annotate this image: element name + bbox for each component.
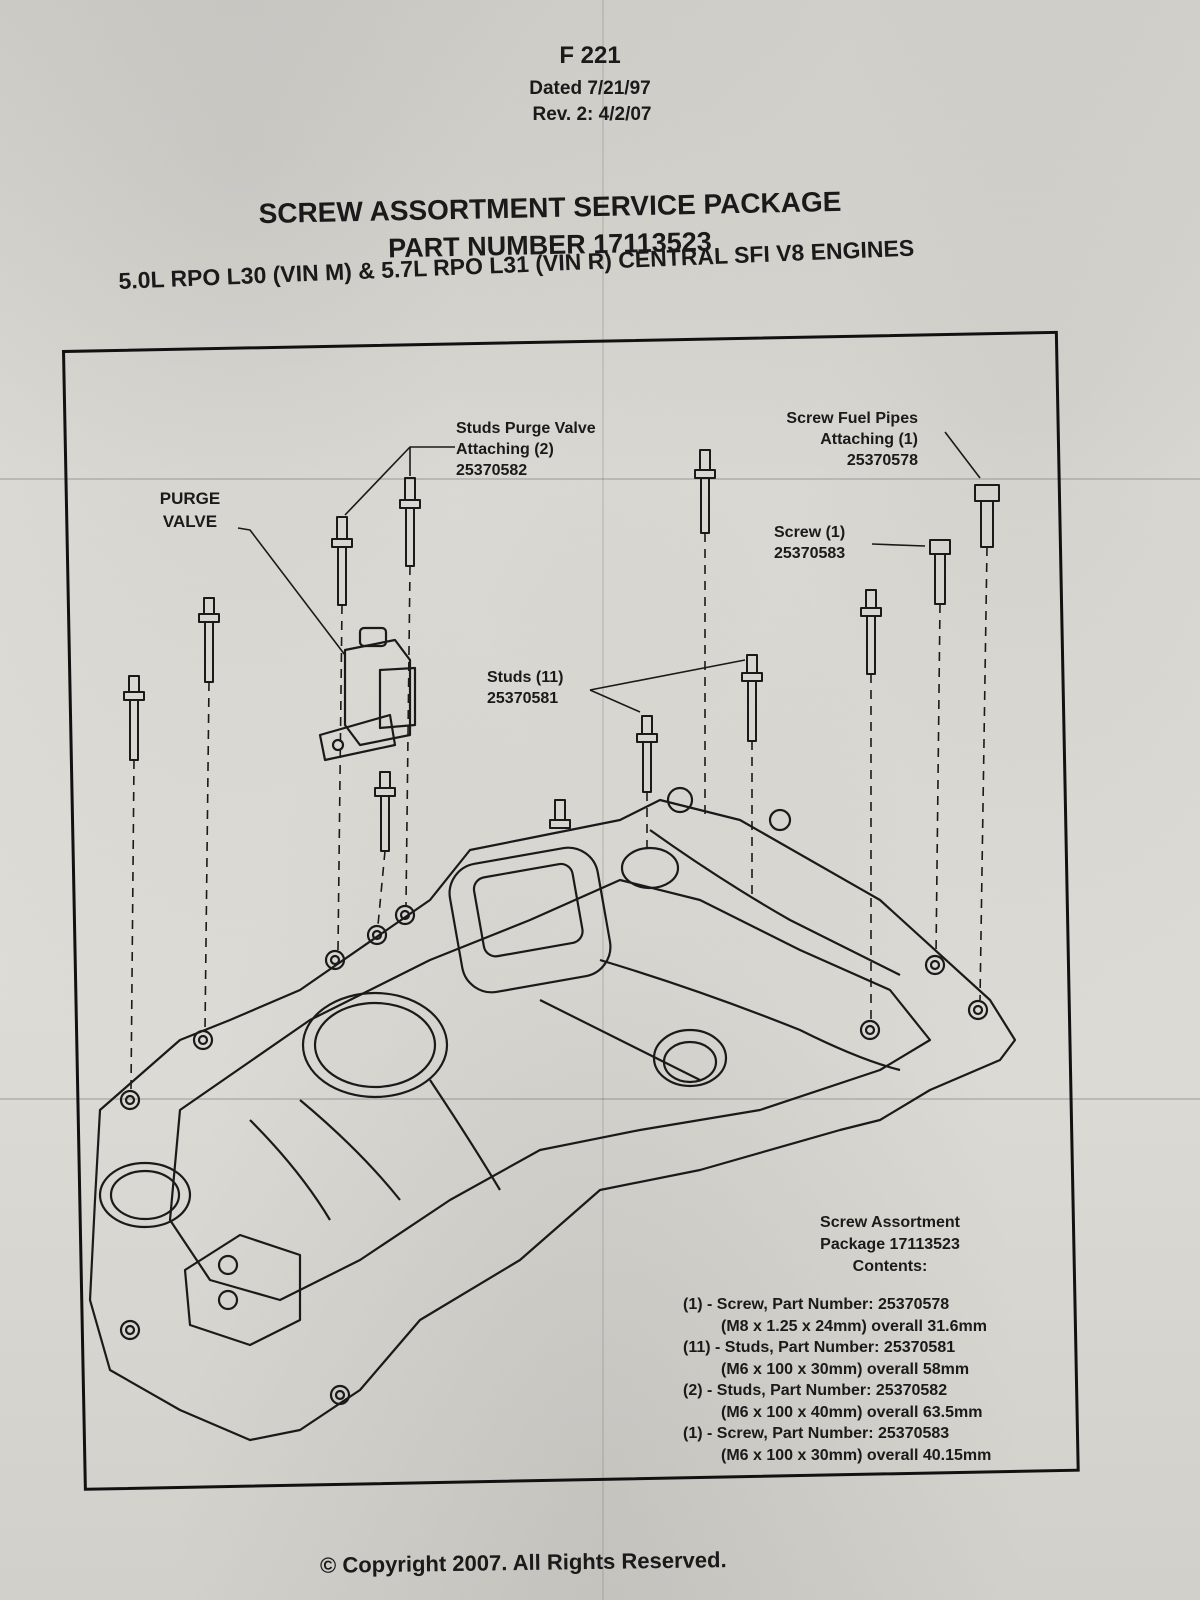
- stud-part: [860, 589, 882, 675]
- stud-part: [123, 675, 145, 761]
- port-opening: [98, 1161, 192, 1229]
- stud-part: [374, 771, 396, 852]
- screw-part: [974, 484, 1000, 548]
- callout-screw-fuel-pipes: Screw Fuel Pipes Attaching (1) 25370578: [786, 410, 918, 469]
- manifold-outline: [88, 798, 1017, 1442]
- callout-studs-purge-valve: Studs Purge Valve Attaching (2) 25370582: [456, 420, 596, 479]
- screw-part: [929, 539, 951, 605]
- callout-screw: Screw (1) 25370583: [774, 524, 846, 562]
- stud-part: [198, 597, 220, 683]
- revision-line: Rev. 2: 4/2/07: [532, 104, 652, 125]
- port-opening: [620, 846, 680, 890]
- callout-studs: Studs (11) 25370581: [487, 669, 564, 707]
- callout-purge-valve: PURGE VALVE: [159, 489, 221, 531]
- list-item: (11) - Studs, Part Number: 25370581: [683, 1339, 956, 1356]
- stud-part: [549, 799, 571, 829]
- list-item-spec: (M8 x 1.25 x 24mm) overall 31.6mm: [721, 1317, 987, 1335]
- list-item-spec: (M6 x 100 x 30mm) overall 58mm: [721, 1360, 970, 1378]
- list-item: (1) - Screw, Part Number: 25370578: [683, 1296, 950, 1313]
- stud-part: [741, 654, 763, 742]
- list-item-spec: (M6 x 100 x 40mm) overall 63.5mm: [721, 1403, 983, 1421]
- purge-valve-part: [318, 626, 417, 762]
- paper-fold-line: [0, 478, 1200, 480]
- list-item: (1) - Screw, Part Number: 25370583: [683, 1425, 950, 1442]
- stud-part: [399, 477, 421, 567]
- dated-line: Dated 7/21/97: [529, 78, 651, 99]
- paper-fold-line: [0, 1098, 1200, 1100]
- stud-part: [694, 449, 716, 534]
- stud-part: [331, 516, 353, 606]
- list-item-spec: (M6 x 100 x 30mm) overall 40.15mm: [721, 1446, 992, 1464]
- connector-block: [448, 846, 612, 994]
- manifold-plenum: [168, 878, 932, 1302]
- throttle-body-opening: [301, 991, 449, 1099]
- bracket-plate: [183, 1233, 302, 1347]
- contents-list: (1) - Screw, Part Number: 25370578 (M8 x…: [683, 1294, 991, 1466]
- contents-heading: Screw Assortment Package 17113523 Conten…: [820, 1214, 960, 1275]
- document-id: F 221: [559, 42, 621, 69]
- list-item: (2) - Studs, Part Number: 25370582: [683, 1382, 948, 1399]
- stud-part: [636, 715, 658, 793]
- paper-fold-line: [602, 0, 604, 1600]
